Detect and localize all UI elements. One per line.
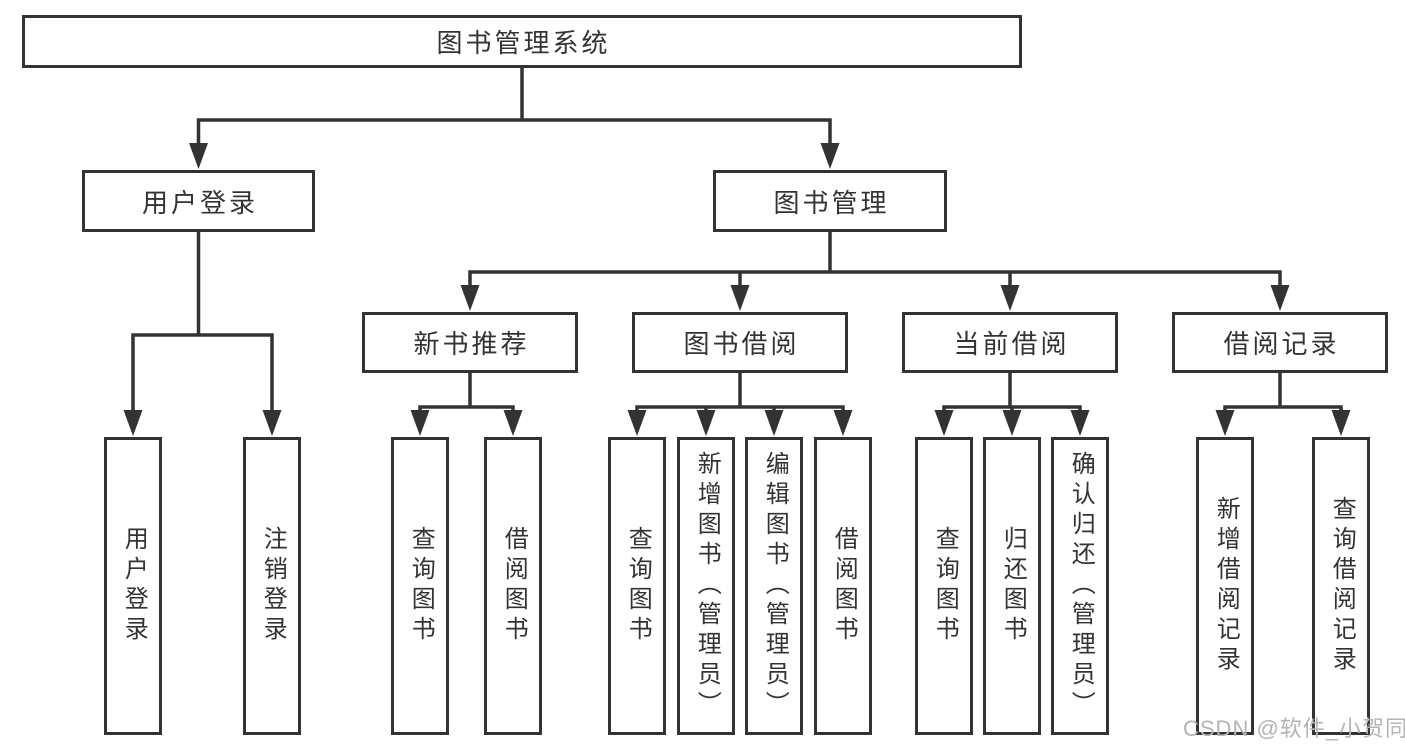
node-borrow-records: 借阅记录	[1172, 312, 1388, 373]
arrowhead-icon	[123, 410, 143, 436]
node-book-borrow: 图书借阅	[632, 312, 848, 373]
connector-user-login	[131, 230, 274, 412]
node-label: 借阅图书	[830, 526, 858, 646]
arrowhead-icon	[820, 143, 840, 169]
node-label: 查询借阅记录	[1328, 496, 1356, 676]
node-leaf-br-add: 新增借阅记录	[1196, 437, 1254, 735]
node-label: 图书管理系统	[436, 28, 611, 58]
node-leaf-nb-borrow: 借阅图书	[484, 437, 542, 735]
node-current-borrow: 当前借阅	[902, 312, 1118, 373]
connector-current-borrow	[942, 371, 1082, 412]
node-label: 查询图书	[407, 526, 435, 646]
arrowhead-icon	[460, 285, 480, 311]
watermark: CSDN @软件_小贺同学	[1183, 716, 1405, 741]
node-label: 注销登录	[259, 526, 287, 646]
arrowhead-icon	[262, 410, 282, 436]
node-label: 图书借阅	[683, 329, 800, 359]
connector-root	[196, 66, 832, 145]
node-label: 归还图书	[999, 526, 1027, 646]
node-label: 借阅记录	[1223, 329, 1340, 359]
node-leaf-bb-borrow: 借阅图书	[814, 437, 872, 735]
node-label: 图书管理	[773, 187, 890, 218]
node-label: 用户登录	[141, 187, 258, 218]
node-leaf-logout: 注销登录	[243, 437, 301, 735]
arrowhead-icon	[764, 410, 784, 436]
arrowhead-icon	[730, 285, 750, 311]
node-label: 新书推荐	[413, 329, 530, 359]
node-leaf-nb-query: 查询图书	[391, 437, 449, 735]
node-label: 新增图书（管理员）	[693, 451, 721, 721]
arrowhead-icon	[1000, 285, 1020, 311]
node-label: 查询图书	[931, 526, 959, 646]
node-label: 借阅图书	[500, 526, 528, 646]
node-leaf-cb-query: 查询图书	[915, 437, 973, 735]
node-leaf-cb-confirm: 确认归还（管理员）	[1051, 437, 1109, 735]
node-label: 新增借阅记录	[1212, 496, 1240, 676]
node-root: 图书管理系统	[22, 15, 1022, 68]
connector-borrow-records	[1223, 371, 1343, 412]
node-book-mgmt: 图书管理	[713, 170, 947, 232]
arrowhead-icon	[1070, 410, 1090, 436]
arrowhead-icon	[934, 410, 954, 436]
node-leaf-bb-query: 查询图书	[608, 437, 666, 735]
node-leaf-user-login: 用户登录	[104, 437, 162, 735]
arrowhead-icon	[1002, 410, 1022, 436]
node-label: 查询图书	[624, 526, 652, 646]
node-label: 用户登录	[120, 526, 148, 646]
arrowhead-icon	[696, 410, 716, 436]
arrowhead-icon	[1270, 285, 1290, 311]
node-leaf-bb-edit: 编辑图书（管理员）	[745, 437, 803, 735]
arrowhead-icon	[1215, 410, 1235, 436]
node-new-book-rec: 新书推荐	[362, 312, 578, 373]
node-user-login: 用户登录	[82, 170, 315, 232]
connector-new-book-rec	[418, 371, 515, 412]
arrowhead-icon	[503, 410, 523, 436]
node-leaf-br-query: 查询借阅记录	[1312, 437, 1370, 735]
connector-book-borrow	[635, 371, 845, 412]
arrowhead-icon	[627, 410, 647, 436]
node-label: 编辑图书（管理员）	[761, 451, 789, 721]
arrowhead-icon	[410, 410, 430, 436]
node-label: 确认归还（管理员）	[1067, 451, 1095, 721]
arrowhead-icon	[1331, 410, 1351, 436]
arrowhead-icon	[189, 143, 208, 169]
node-leaf-bb-add: 新增图书（管理员）	[677, 437, 735, 735]
node-label: 当前借阅	[953, 329, 1070, 359]
connector-book-mgmt	[468, 230, 1282, 287]
arrowhead-icon	[833, 410, 853, 436]
node-leaf-cb-return: 归还图书	[983, 437, 1041, 735]
